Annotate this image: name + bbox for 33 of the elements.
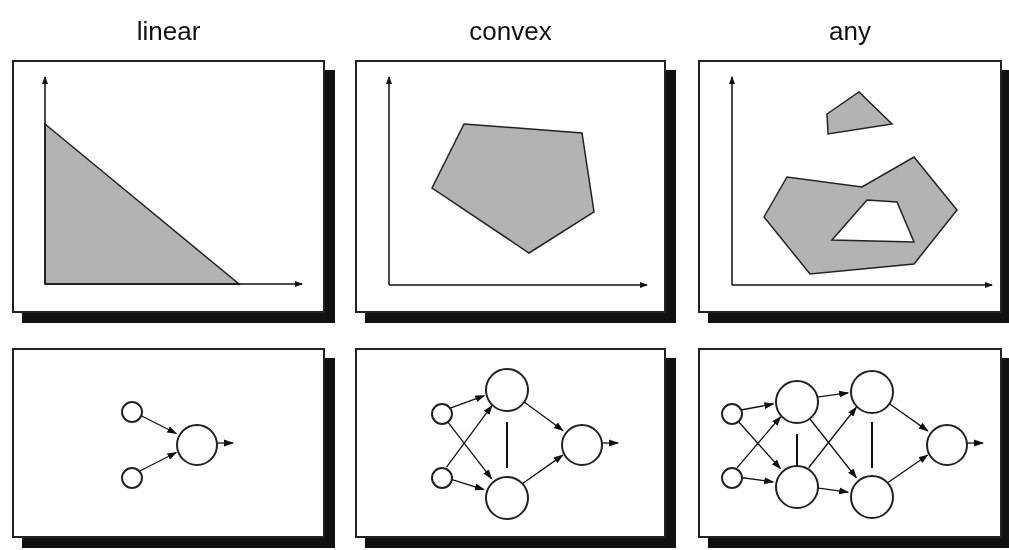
arrow	[215, 439, 234, 447]
neuron-circle	[121, 401, 143, 423]
neuron-circle	[485, 476, 529, 520]
arrow	[139, 451, 178, 472]
arrow	[522, 454, 564, 484]
neuron-circle	[561, 424, 603, 466]
neuron-circle	[485, 368, 529, 412]
arrow	[808, 406, 857, 469]
panel-title: linear	[135, 16, 202, 46]
arrow	[600, 439, 619, 447]
neuron-circle	[721, 467, 743, 489]
neuron-circle	[431, 403, 453, 425]
neuron-circle	[775, 380, 819, 424]
arrow	[740, 476, 775, 485]
panel-title: convex	[468, 16, 553, 46]
arrow	[816, 390, 850, 398]
neuron-circle	[431, 467, 453, 489]
arrow	[445, 404, 493, 468]
arrow	[522, 400, 564, 432]
arrow	[887, 454, 929, 484]
arrow	[740, 402, 775, 411]
neuron-circle	[775, 465, 819, 509]
panel-title: any	[828, 16, 872, 46]
neuron-circle	[721, 403, 743, 425]
neuron-circle	[926, 424, 968, 466]
neuron-circle	[850, 370, 894, 414]
arrow	[446, 420, 493, 480]
neuron-circle	[850, 475, 894, 519]
neuron-circle	[176, 424, 218, 466]
arrow	[449, 394, 486, 409]
arrow	[965, 439, 984, 447]
arrow	[816, 487, 850, 495]
neuron-circle	[121, 467, 143, 489]
